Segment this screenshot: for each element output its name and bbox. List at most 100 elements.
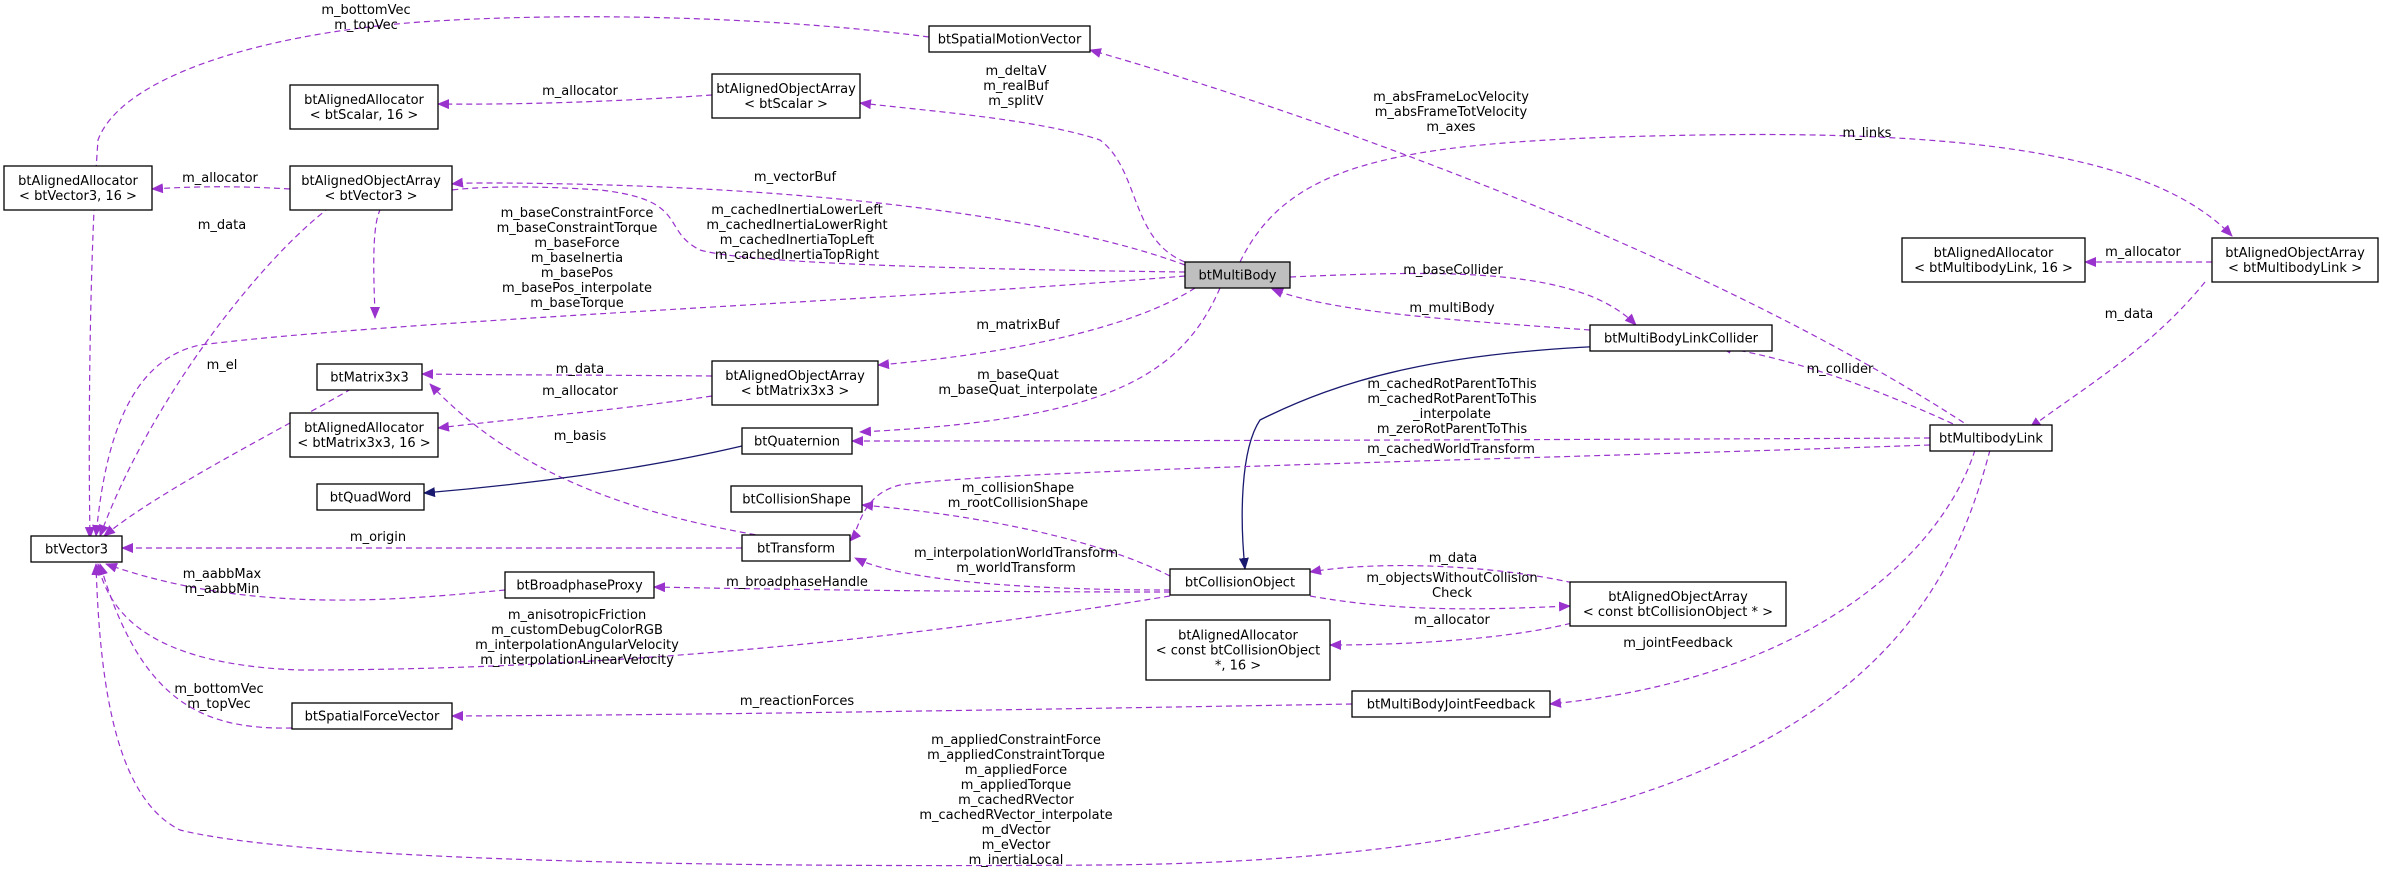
edge-label-line: m_basePos: [541, 266, 613, 281]
edge-collider-collisionobject: [1238, 344, 1641, 570]
edge-label-line: m_cachedWorldTransform: [1367, 442, 1535, 457]
node-btalignedobjectarray-btmatrix3x3[interactable]: btAlignedObjectArray< btMatrix3x3 >: [711, 360, 879, 406]
edge-label-line: Check: [1432, 586, 1472, 601]
edge-matrixarray-data: m_data: [421, 362, 713, 380]
node-bttransform[interactable]: btTransform: [741, 534, 851, 562]
node-btmultibodylink[interactable]: btMultibodyLink: [1929, 424, 2053, 452]
node-label: btMultibodyLink: [1939, 432, 2043, 447]
edge-label-line: m_customDebugColorRGB: [491, 623, 663, 638]
edge-label-line: m_appliedForce: [965, 763, 1067, 778]
edge-label-line: m_basePos_interpolate: [502, 281, 652, 296]
node-btalignedobjectarray-const-btcollisionobject[interactable]: btAlignedObjectArray< const btCollisionO…: [1569, 581, 1787, 627]
edge-label: m_jointFeedback: [1623, 636, 1733, 651]
node-btquaternion[interactable]: btQuaternion: [741, 427, 853, 455]
node-btspatialmotionvector[interactable]: btSpatialMotionVector: [928, 25, 1091, 53]
node-box: [1145, 619, 1331, 681]
edge-label-line: m_data: [1429, 551, 1477, 566]
node-label: btMatrix3x3: [330, 371, 409, 386]
edge-label-line: m_baseConstraintForce: [501, 206, 654, 221]
edge-label: m_cachedRotParentToThism_cachedRotParent…: [1367, 377, 1537, 437]
edge-label-line: m_zeroRotParentToThis: [1377, 422, 1528, 437]
edge-label-line: m_baseInertia: [531, 251, 623, 266]
edge-label-line: m_rootCollisionShape: [948, 496, 1088, 511]
edge-vector3array-allocator: m_allocator: [151, 171, 291, 194]
edge-label-line: m_topVec: [334, 18, 398, 33]
edge-label-line: m_data: [556, 362, 604, 377]
edge-link-jointfeedback: m_jointFeedback: [1549, 449, 1976, 708]
node-label: < btMatrix3x3 >: [741, 384, 850, 399]
node-btcollisionobject[interactable]: btCollisionObject: [1169, 568, 1311, 596]
node-box: [289, 412, 439, 458]
edge-scalararray-allocator: m_allocator: [437, 84, 713, 110]
node-box: [2211, 237, 2379, 283]
node-label: btMultiBodyLinkCollider: [1604, 332, 1759, 347]
edge-label: m_collider: [1807, 362, 1874, 377]
node-btmatrix3x3[interactable]: btMatrix3x3: [316, 363, 423, 391]
node-btalignedallocator-btvector3-16[interactable]: btAlignedAllocator< btVector3, 16 >: [3, 165, 153, 211]
node-label: btCollisionObject: [1185, 576, 1295, 591]
node-btalignedallocator-btscalar-16[interactable]: btAlignedAllocator< btScalar, 16 >: [289, 84, 439, 130]
edge-label-line: m_reactionForces: [740, 694, 854, 709]
node-btcollisionshape[interactable]: btCollisionShape: [730, 485, 863, 513]
edge-label: m_data: [2105, 307, 2153, 322]
edge-label: m_origin: [350, 530, 406, 545]
edge-label: m_data: [198, 218, 246, 233]
node-btmultibodyjointfeedback[interactable]: btMultiBodyJointFeedback: [1351, 690, 1551, 718]
node-label: btAlignedObjectArray: [1608, 590, 1748, 605]
edge-label-line: m_anisotropicFriction: [508, 608, 646, 623]
node-btbroadphaseproxy[interactable]: btBroadphaseProxy: [504, 571, 655, 599]
node-btalignedobjectarray-btmultibodylink[interactable]: btAlignedObjectArray< btMultibodyLink >: [2211, 237, 2379, 283]
edge-label: m_baseCollider: [1403, 263, 1503, 278]
node-label: btBroadphaseProxy: [516, 579, 643, 594]
node-btalignedobjectarray-btscalar[interactable]: btAlignedObjectArray< btScalar >: [711, 73, 861, 119]
edge-label-line: m_baseQuat: [977, 368, 1059, 383]
node-btmultibody[interactable]: btMultiBody: [1184, 261, 1291, 289]
node-label: btAlignedAllocator: [304, 421, 424, 436]
node-btalignedallocator-btmultibodylink-16[interactable]: btAlignedAllocator< btMultibodyLink, 16 …: [1901, 237, 2086, 283]
edge-colobj-broadphase: m_broadphaseHandle: [653, 575, 1171, 593]
node-btmultibodylinkcollider[interactable]: btMultiBodyLinkCollider: [1589, 324, 1773, 352]
node-btquadword[interactable]: btQuadWord: [316, 483, 425, 511]
edge-label-line: m_collisionShape: [962, 481, 1074, 496]
edge-label: m_cachedInertiaLowerLeftm_cachedInertiaL…: [706, 203, 887, 263]
node-box: [30, 535, 123, 563]
node-btspatialforcevector[interactable]: btSpatialForceVector: [291, 702, 453, 730]
node-label: btAlignedObjectArray: [301, 174, 441, 189]
node-box: [289, 165, 453, 211]
edge-transform-basis: m_basis: [429, 383, 796, 542]
edge-label: m_allocator: [542, 384, 618, 399]
edge-label-line: m_realBuf: [983, 79, 1049, 94]
edge-linkarray-data: m_data: [2029, 281, 2206, 429]
edge-label-line: m_objectsWithoutCollision: [1366, 571, 1537, 586]
edge-label-line: m_bottomVec: [321, 3, 410, 18]
edge-label-line: m_cachedInertiaLowerLeft: [711, 203, 882, 218]
node-label: < btMultibodyLink >: [2228, 261, 2362, 276]
node-btvector3[interactable]: btVector3: [30, 535, 123, 563]
node-box: [316, 483, 425, 511]
edge-label-line: m_allocator: [2105, 245, 2181, 260]
edge-link-spatialmotion: m_absFrameLocVelocitym_absFrameTotVeloci…: [1089, 48, 1973, 429]
edge-label: m_interpolationWorldTransformm_worldTran…: [914, 546, 1118, 576]
edge-link-transform: m_cachedWorldTransform: [849, 442, 1931, 542]
edge-label-line: m_el: [207, 358, 238, 373]
edge-label-line: m_deltaV: [986, 64, 1047, 79]
edge-label: m_allocator: [2105, 245, 2181, 260]
edge-multibody-matrixbuf: m_matrixBuf: [877, 287, 1196, 370]
node-btalignedallocator-btmatrix3x3-16[interactable]: btAlignedAllocator< btMatrix3x3, 16 >: [289, 412, 439, 458]
edge-label-line: m_worldTransform: [956, 561, 1076, 576]
edge-label: m_vectorBuf: [754, 170, 837, 185]
node-btalignedallocator-const-btcollisionobject[interactable]: btAlignedAllocator< const btCollisionObj…: [1145, 619, 1331, 681]
edge-collider-multibody: m_multiBody: [1271, 288, 1591, 331]
edge-label-line: m_links: [1843, 126, 1892, 141]
node-btalignedobjectarray-btvector3[interactable]: btAlignedObjectArray< btVector3 >: [289, 165, 453, 211]
edge-label-line: m_allocator: [542, 384, 618, 399]
edge-label: m_data: [556, 362, 604, 377]
